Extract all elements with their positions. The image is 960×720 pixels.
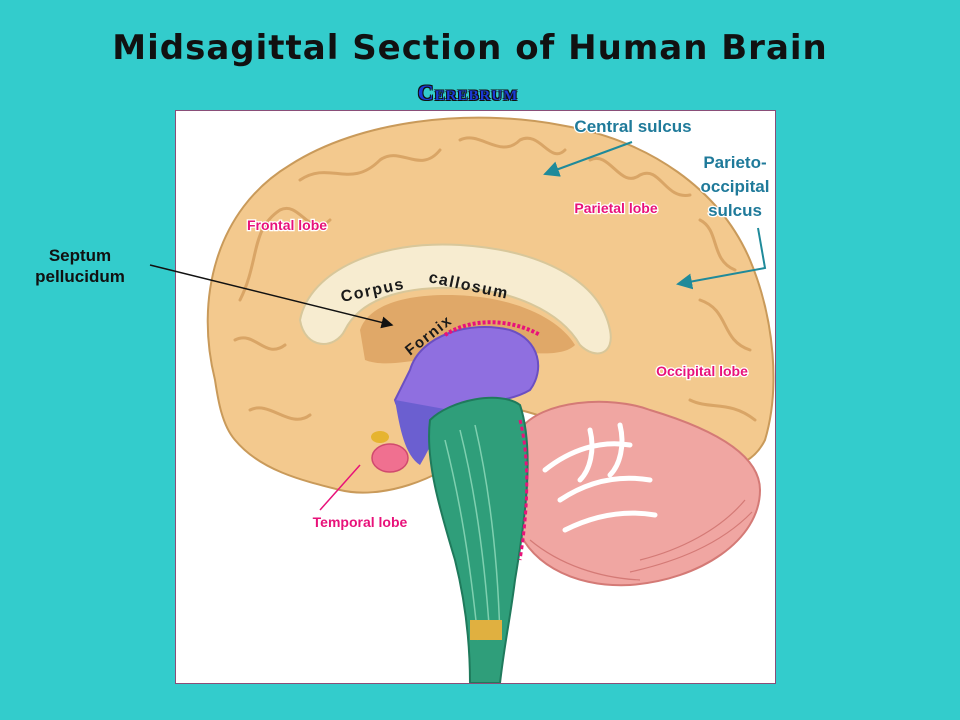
septum-pointer (149, 264, 394, 329)
brainstem-striations (444, 424, 501, 641)
corpus-callosum-shape (298, 243, 612, 355)
arbor-vitae (542, 422, 658, 533)
pituitary-shape (371, 443, 409, 473)
parieto-occipital-line-3: sulcus (708, 201, 762, 220)
gyri-folds (233, 136, 757, 422)
parieto-occipital-line-1: Parieto- (703, 153, 766, 172)
temporal-lobe-pointer (319, 464, 361, 511)
temporal-lobe-label: Temporal lobe (313, 514, 408, 530)
fourth-ventricle (518, 419, 529, 561)
parietal-lobe-label: Parietal lobe (574, 200, 657, 216)
subtitle: Cerebrum (417, 80, 519, 105)
occipital-lobe-label: Occipital lobe (656, 363, 748, 379)
optic-chiasm-shape (371, 431, 389, 443)
parieto-occipital-line-2: occipital (701, 177, 770, 196)
spinal-cord-band (470, 620, 502, 640)
septum-label-line-1: Septum (48, 246, 112, 265)
septum-pellucidum-label: Septum pellucidum (20, 245, 140, 287)
central-sulcus-label: Central sulcus (574, 117, 691, 136)
parieto-occipital-pointer (676, 227, 767, 290)
central-sulcus-pointer (543, 141, 633, 177)
page-title: Midsagittal Section of Human Brain (112, 28, 828, 68)
brainstem-shape (428, 396, 529, 683)
septum-label-line-2: pellucidum (35, 267, 125, 286)
cerebellum-folia (529, 499, 753, 581)
frontal-lobe-label: Frontal lobe (247, 217, 327, 233)
